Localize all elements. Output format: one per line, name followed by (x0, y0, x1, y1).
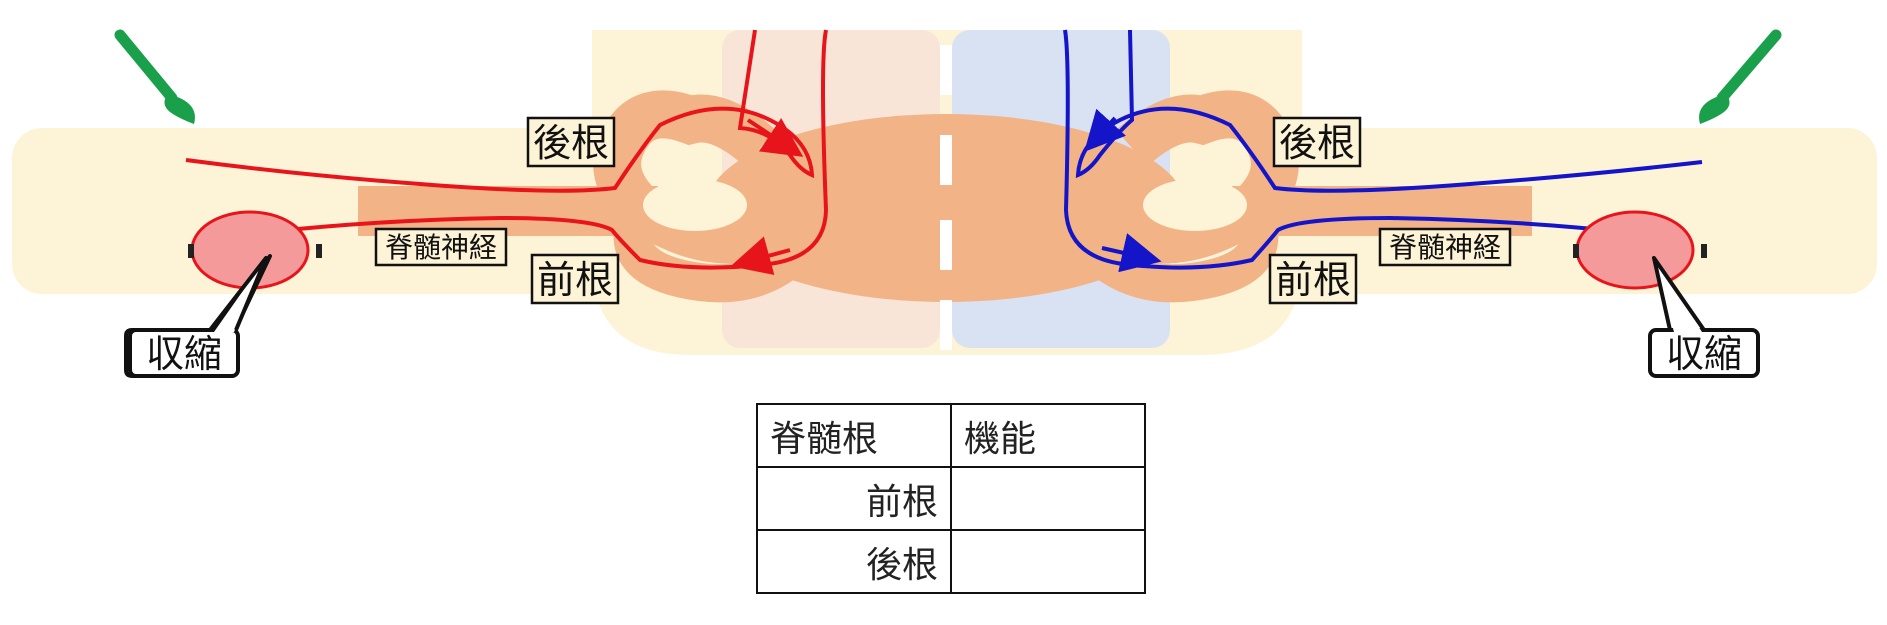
contraction-callout-left: 収縮 (124, 254, 272, 378)
brush-icon (114, 29, 195, 124)
brush-icon (1699, 29, 1782, 124)
root-function-table: 脊髄根 機能 前根 後根 (756, 403, 1146, 594)
svg-text:収縮: 収縮 (146, 332, 222, 376)
root-gap-right (1143, 179, 1247, 231)
table-header-cell: 脊髄根 (756, 403, 952, 468)
spinal-reflex-diagram: 後根 前根 脊髄神経 後根 前根 脊髄神経 収縮 収縮 (12, 29, 1877, 378)
root-gap-left (643, 179, 747, 231)
contraction-callout-right: 収縮 (1648, 256, 1760, 378)
table-header-row: 脊髄根 機能 (756, 403, 1146, 468)
svg-text:前根: 前根 (537, 258, 613, 302)
svg-text:前根: 前根 (1275, 258, 1351, 302)
red-sensory-path (185, 29, 815, 193)
svg-text:後根: 後根 (1279, 121, 1355, 165)
dorsal-root-label-left: 後根 (526, 116, 616, 168)
table-cell-function[interactable] (950, 466, 1146, 531)
table-cell-function[interactable] (950, 529, 1146, 594)
ventral-root-label-left: 前根 (530, 253, 620, 305)
red-arrow-dorsal (746, 118, 804, 157)
spinal-nerve-label-right: 脊髄神経 (1378, 227, 1512, 267)
spinal-nerve-label-left: 脊髄神経 (374, 227, 508, 267)
svg-text:収縮: 収縮 (1666, 332, 1742, 376)
red-arrow-ventral (730, 236, 791, 275)
svg-text:脊髄神経: 脊髄神経 (1389, 231, 1501, 264)
table-row: 後根 (756, 529, 1146, 594)
dorsal-root-label-right: 後根 (1272, 116, 1362, 168)
ventral-root-label-right: 前根 (1268, 253, 1358, 305)
svg-text:脊髄神経: 脊髄神経 (385, 231, 497, 264)
table-row: 前根 (756, 466, 1146, 531)
red-interneuron (267, 29, 829, 270)
blue-arrow-dorsal (1084, 108, 1126, 152)
table-header-cell: 機能 (950, 403, 1146, 468)
blue-arrow-ventral (1101, 233, 1162, 273)
dorsal-root-left-shape (593, 90, 777, 264)
blue-sensory-path (1075, 29, 1703, 193)
svg-text:後根: 後根 (533, 121, 609, 165)
table-cell-root: 前根 (756, 466, 952, 531)
dorsal-root-right-shape (1115, 90, 1299, 264)
table-cell-root: 後根 (756, 529, 952, 594)
blue-interneuron (1063, 29, 1625, 270)
